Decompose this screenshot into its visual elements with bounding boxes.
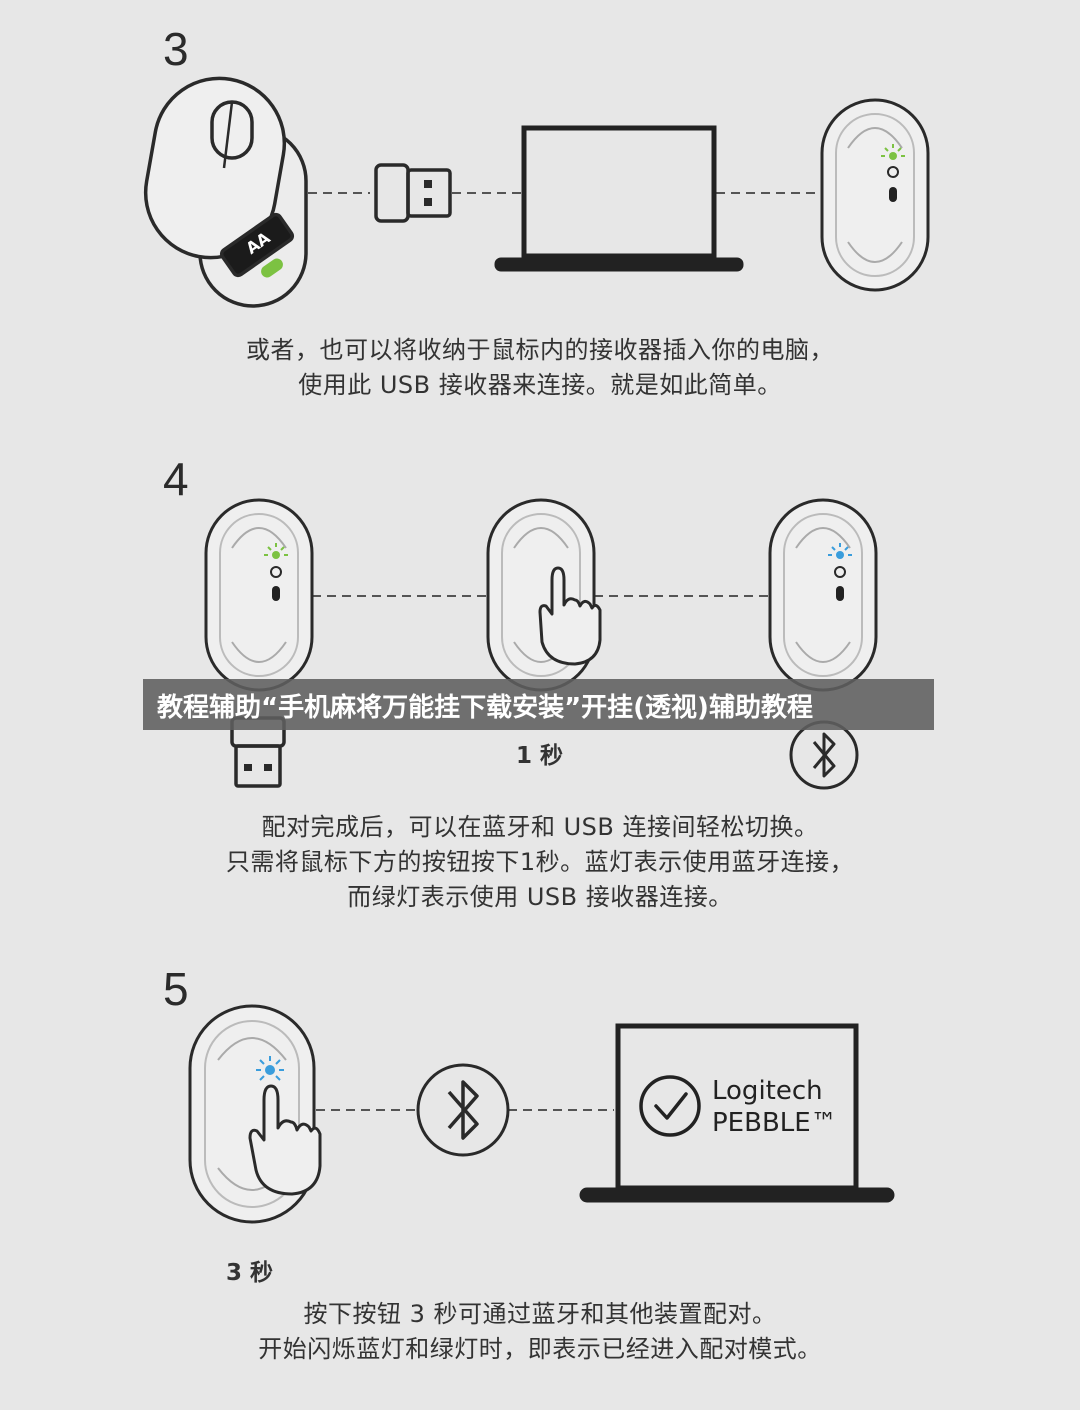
caption-line: 或者，也可以将收纳于鼠标内的接收器插入你的电脑， [246, 336, 834, 364]
hand-press-icon [248, 1084, 322, 1196]
caption-line: 配对完成后，可以在蓝牙和 USB 连接间轻松切换。 [261, 813, 819, 841]
logo-line-2: PEBBLE™ [712, 1108, 837, 1138]
step-3-caption: 或者，也可以将收纳于鼠标内的接收器插入你的电脑， 使用此 USB 接收器来连接。… [0, 333, 1080, 403]
caption-line: 而绿灯表示使用 USB 接收器连接。 [347, 883, 733, 911]
bluetooth-icon [789, 720, 859, 790]
step-4-number: 4 [163, 453, 189, 505]
step-5-timer: 3 秒 [226, 1260, 274, 1286]
mouse-underside-blue-icon [768, 498, 878, 692]
step-4-timer: 1 秒 [516, 743, 564, 769]
caption-line: 开始闪烁蓝灯和绿灯时，即表示已经进入配对模式。 [258, 1335, 822, 1363]
step-5-number: 5 [163, 963, 189, 1015]
usb-receiver-icon [374, 163, 452, 223]
mouse-underside-green-icon [204, 498, 314, 692]
step-4-caption: 配对完成后，可以在蓝牙和 USB 连接间轻松切换。 只需将鼠标下方的按钮按下1秒… [0, 810, 1080, 915]
caption-line: 按下按钮 3 秒可通过蓝牙和其他装置配对。 [303, 1300, 777, 1328]
overlay-banner: 教程辅助“手机麻将万能挂下载安装”开挂(透视)辅助教程 [143, 679, 934, 730]
step-5-caption: 按下按钮 3 秒可通过蓝牙和其他装置配对。 开始闪烁蓝灯和绿灯时，即表示已经进入… [0, 1297, 1080, 1367]
check-circle-icon [639, 1075, 701, 1137]
banner-text: 教程辅助“手机麻将万能挂下载安装”开挂(透视)辅助教程 [157, 693, 813, 723]
laptop-icon [579, 1023, 895, 1203]
mouse-open-battery-icon [143, 76, 308, 308]
step-3-number: 3 [163, 23, 189, 75]
caption-line: 使用此 USB 接收器来连接。就是如此简单。 [298, 371, 782, 399]
logo-line-1: Logitech [712, 1076, 823, 1106]
caption-line: 只需将鼠标下方的按钮按下1秒。蓝灯表示使用蓝牙连接， [225, 848, 855, 876]
laptop-icon [494, 125, 744, 272]
mouse-underside-green-icon [820, 98, 930, 292]
hand-press-icon [538, 566, 602, 666]
bluetooth-icon [416, 1063, 510, 1157]
